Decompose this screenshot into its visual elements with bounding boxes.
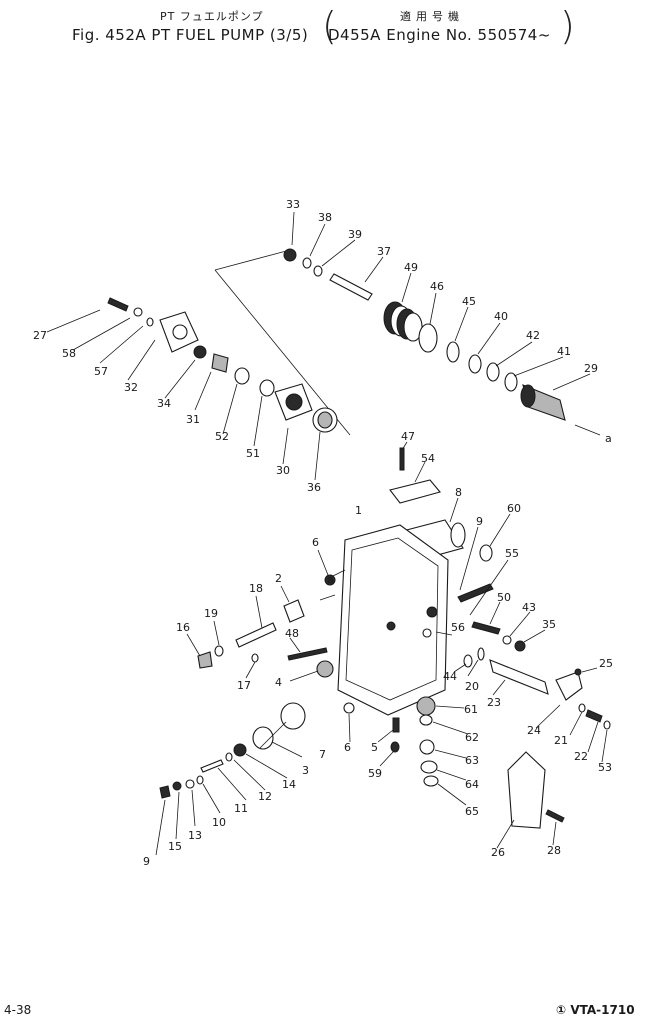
callout-37: 36 [307,481,321,494]
callout-34: 33 [286,198,300,211]
callout-5: 5 [371,741,378,754]
callout-7: 7 [319,748,326,761]
callout-48: 47 [401,430,415,443]
callout-28: 27 [33,329,47,342]
callout-12: 11 [234,802,248,815]
callout-2: 2 [275,572,282,585]
parts-drawing [46,211,611,856]
callout-22: 21 [554,734,568,747]
callout-38: 37 [377,245,391,258]
callout-23: 22 [574,750,588,763]
callout-57: 56 [451,621,465,634]
callout-30: 29 [584,362,598,375]
callout-41: 40 [494,310,508,323]
callout-15: 14 [282,778,296,791]
callout-16: 15 [168,840,182,853]
callout-8: 8 [455,486,462,499]
callout-26: 25 [599,657,613,670]
arrow-marker-a: a [605,432,612,445]
callout-36: 35 [542,618,556,631]
callout-62: 61 [464,703,478,716]
callout-11: 10 [212,816,226,829]
callout-46: 45 [462,295,476,308]
callout-4: 4 [275,676,282,689]
callout-63: 62 [465,731,479,744]
callout-21: 20 [465,680,479,693]
callout-39: 38 [318,211,332,224]
callout-51: 50 [497,591,511,604]
callout-19: 18 [249,582,263,595]
callout-45: 44 [443,670,457,683]
callout-52: 51 [246,447,260,460]
callout-55: 54 [421,452,435,465]
page-number: 4-38 [4,1003,32,1017]
callout-54: 53 [598,761,612,774]
callout-43: 42 [526,329,540,342]
callout-58: 57 [94,365,108,378]
callout-32: 31 [186,413,200,426]
engine-applicability: D455A Engine No. 550574~ [328,26,551,44]
callout-47: 46 [430,280,444,293]
callout-40: 39 [348,228,362,241]
arrow-marker-a-inner: a [327,573,334,586]
callout-35: 34 [157,397,171,410]
callout-53: 52 [215,430,229,443]
part-callouts: 33 38 39 37 49 46 45 40 42 41 29 a 27 58… [33,198,613,868]
japanese-applicable-label: 適用号機 [400,10,464,23]
callout-25: 24 [527,724,541,737]
callout-44: 43 [522,601,536,614]
callout-50: 49 [404,261,418,274]
callout-18: 17 [237,679,251,692]
callout-31: 30 [276,464,290,477]
figure-header: PT フュエルポンプ 適用号機 Fig. 452A PT FUEL PUMP (… [0,0,670,60]
callout-17: 16 [176,621,190,634]
callout-66: 65 [465,805,479,818]
bracket-open: ( [322,4,337,48]
callout-42: 41 [557,345,571,358]
callout-60: 59 [368,767,382,780]
japanese-title: PT フュエルポンプ [160,10,264,23]
callout-56: 55 [505,547,519,560]
callout-1: 1 [355,504,362,517]
bracket-close: ) [560,4,575,48]
callout-59: 58 [62,347,76,360]
callout-20: 19 [204,607,218,620]
callout-3: 3 [302,764,309,777]
callout-61: 60 [507,502,521,515]
figure-title: Fig. 452A PT FUEL PUMP (3/5) [72,26,309,44]
callout-9: 9 [476,515,483,528]
callout-29: 28 [547,844,561,857]
callout-14: 13 [188,829,202,842]
callout-6: 6 [312,536,319,549]
callout-33: 32 [124,381,138,394]
callout-49: 48 [285,627,299,640]
callout-13: 12 [258,790,272,803]
callout-10: 9 [143,855,150,868]
callout-65: 64 [465,778,479,791]
callout-24: 23 [487,696,501,709]
document-code: ① VTA-1710 [556,1003,635,1017]
callout-6b: 6 [344,741,351,754]
callout-64: 63 [465,754,479,767]
callout-27: 26 [491,846,505,859]
